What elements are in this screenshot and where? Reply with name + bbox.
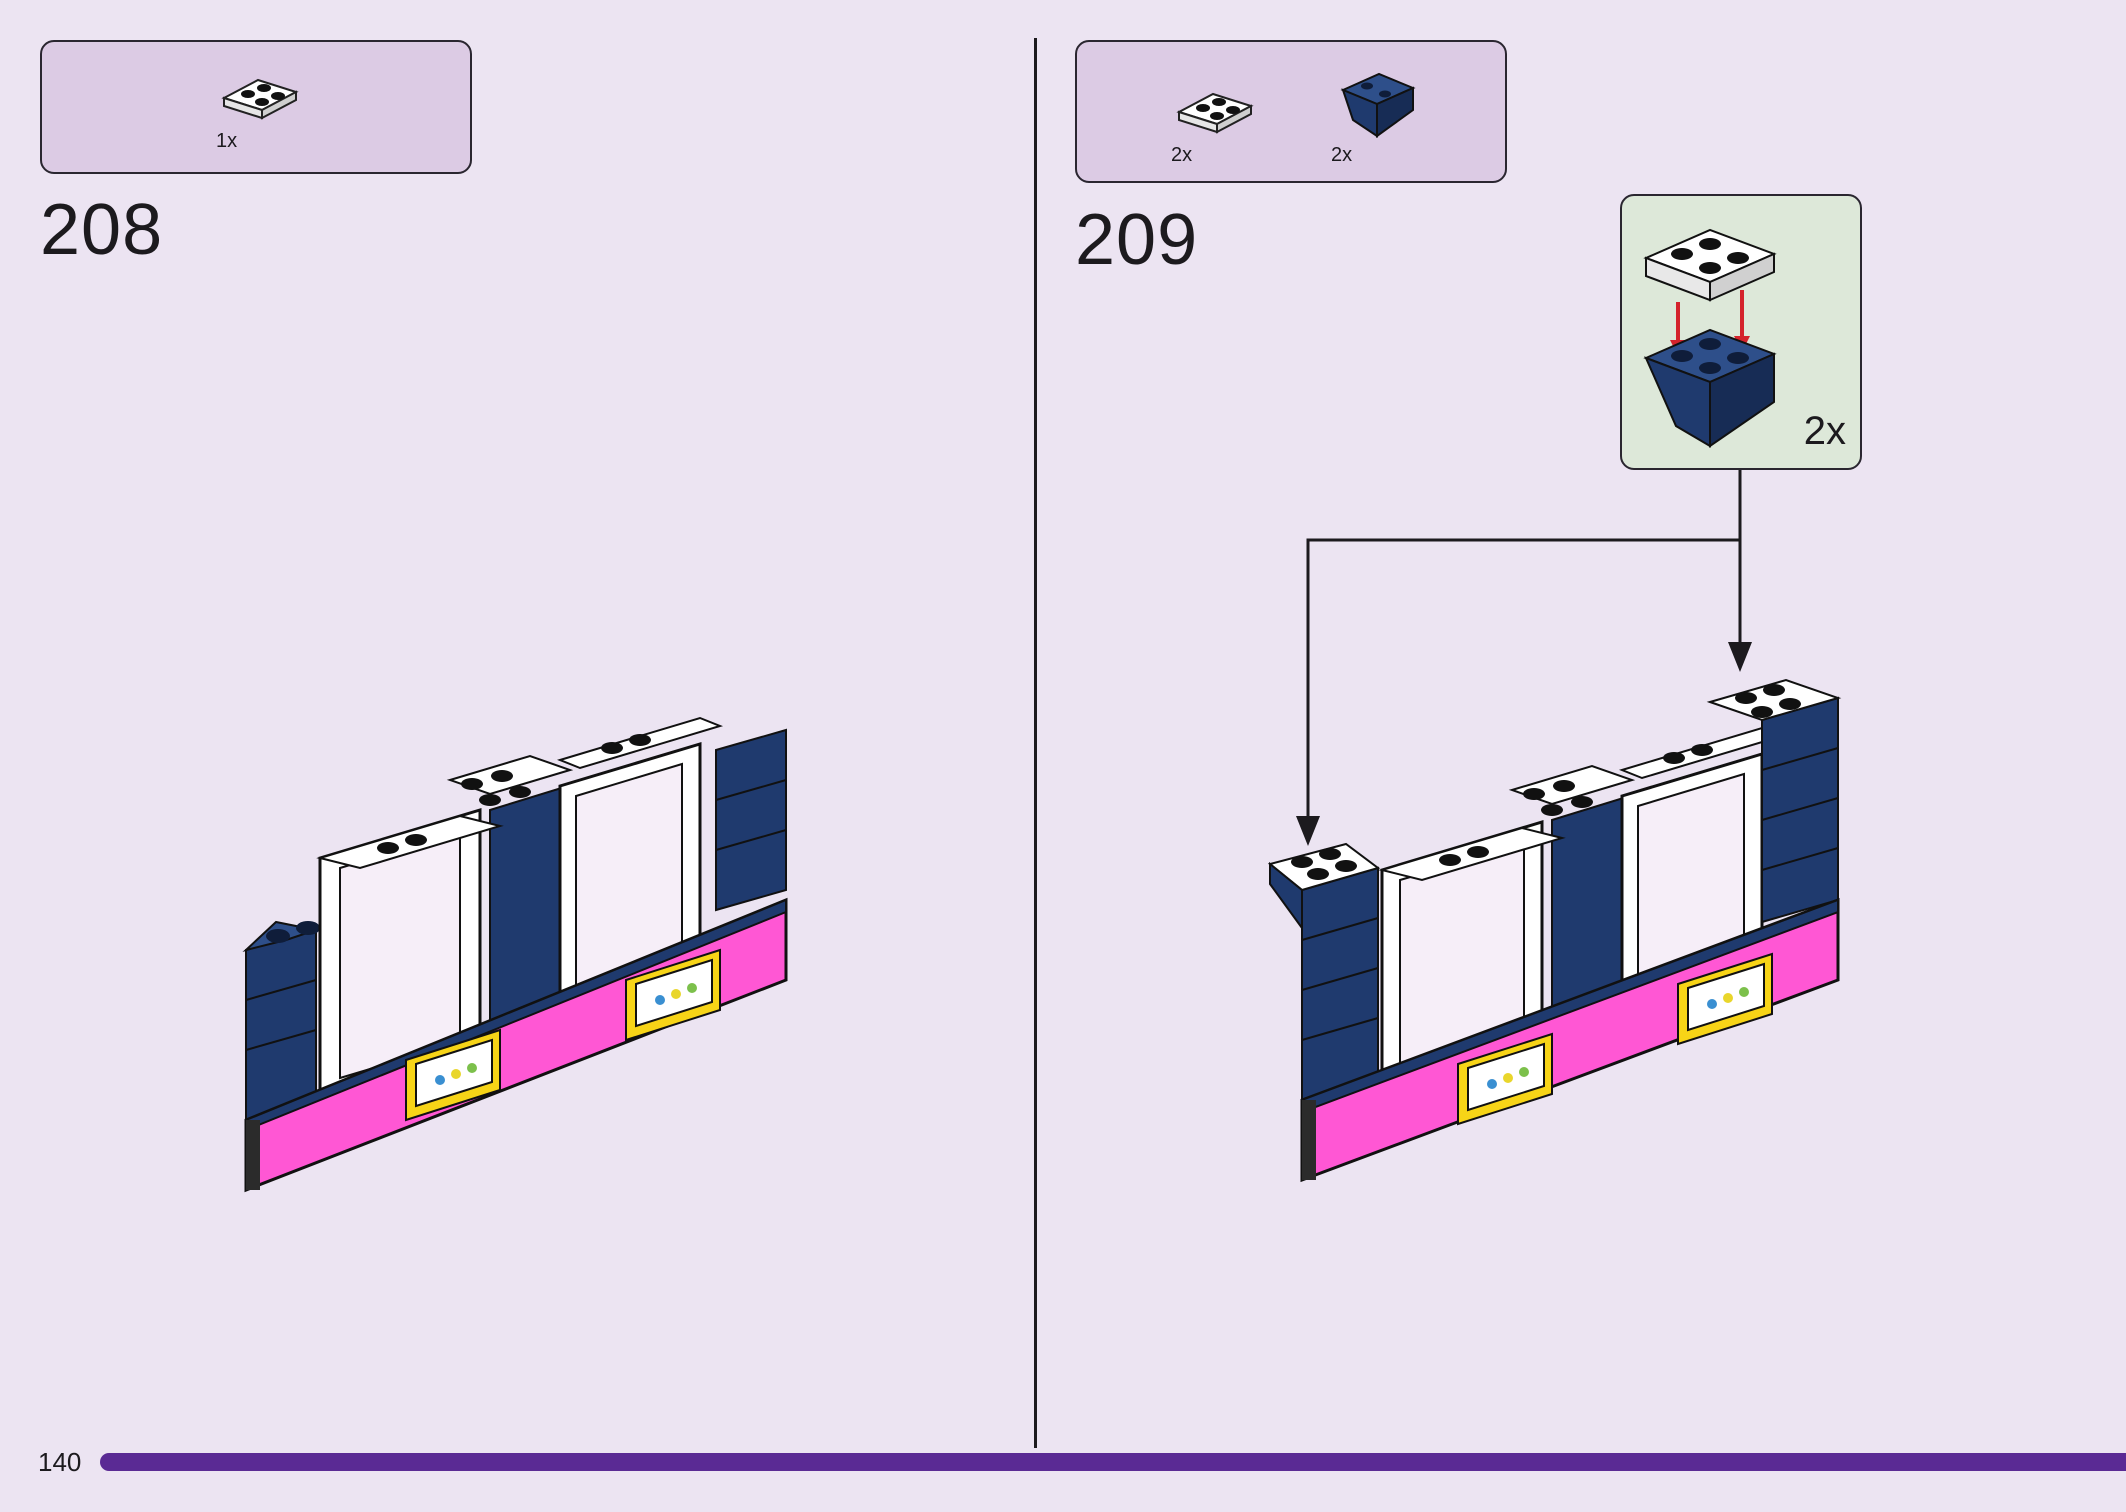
subassembly-multiplier: 2x <box>1803 409 1846 453</box>
white-plate-2x2-icon <box>221 78 299 120</box>
part-count-label: 2x <box>1331 144 1353 166</box>
page-divider <box>1034 38 1037 1448</box>
step-number-208: 208 <box>40 190 164 270</box>
subassembly-illustration <box>1643 228 1777 448</box>
model-illustration-step-208 <box>242 716 788 1193</box>
subassembly-callout: 2x <box>1620 194 1862 470</box>
progress-bar <box>100 1453 2126 1471</box>
model-illustration-step-209 <box>1267 678 1842 1183</box>
part-count-label: 2x <box>1171 144 1193 166</box>
step-number-209: 209 <box>1075 200 1199 280</box>
blue-inverted-slope-icon <box>1340 72 1416 138</box>
parts-list-box-step-209: 2x 2x <box>1075 40 1507 183</box>
part-count-label: 1x <box>216 130 238 152</box>
parts-list-box-step-208: 1x <box>40 40 472 174</box>
white-plate-2x2-icon <box>1176 92 1254 134</box>
page-number: 140 <box>38 1447 82 1477</box>
